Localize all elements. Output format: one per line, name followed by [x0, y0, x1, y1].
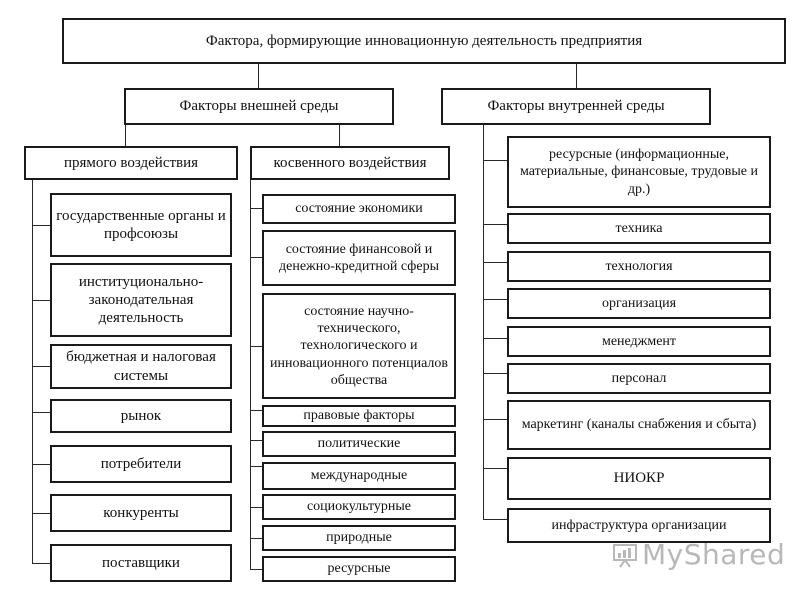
connector-line — [483, 373, 507, 374]
connector-line — [250, 208, 262, 209]
connector-line — [258, 64, 259, 88]
internal-item: НИОКР — [507, 457, 771, 500]
direct-item: поставщики — [50, 544, 232, 582]
connector-line — [32, 563, 50, 564]
connector-line — [483, 519, 507, 520]
indirect-item: природные — [262, 525, 456, 551]
internal-item: маркетинг (каналы снабжения и сбыта) — [507, 400, 771, 450]
indirect-item: социокультурные — [262, 494, 456, 520]
connector-line — [32, 225, 50, 226]
indirect-item: состояние финансовой и денежно-кредитной… — [262, 230, 456, 286]
connector-line — [250, 507, 262, 508]
direct-item: бюджетная и налоговая системы — [50, 344, 232, 389]
connector-line — [483, 419, 507, 420]
connector-line — [576, 64, 577, 88]
direct-influence-box: прямого воздействия — [24, 146, 238, 180]
connector-line — [32, 464, 50, 465]
internal-item: технология — [507, 251, 771, 282]
connector-line — [483, 262, 507, 263]
connector-line — [483, 299, 507, 300]
connector-line — [483, 125, 484, 520]
connector-line — [250, 569, 262, 570]
root-title: Фактора, формирующие инновационную деяте… — [205, 32, 643, 49]
internal-item: техника — [507, 213, 771, 244]
indirect-item: состояние экономики — [262, 194, 456, 224]
connector-line — [250, 466, 262, 467]
direct-item: конкуренты — [50, 494, 232, 532]
internal-item: организация — [507, 288, 771, 319]
external-factors-box: Факторы внешней среды — [124, 88, 394, 125]
internal-item: менеджмент — [507, 326, 771, 357]
indirect-item: политические — [262, 431, 456, 457]
root-title-box: Фактора, формирующие инновационную деяте… — [62, 18, 786, 64]
direct-item: институционально-законодательная деятель… — [50, 263, 232, 337]
connector-line — [483, 160, 507, 161]
direct-item: рынок — [50, 399, 232, 433]
internal-factors-label: Факторы внутренней среды — [487, 98, 665, 115]
direct-item: потребители — [50, 445, 232, 483]
watermark-text: MyShared — [642, 538, 786, 571]
connector-line — [339, 125, 340, 146]
connector-line — [483, 338, 507, 339]
connector-line — [32, 180, 33, 564]
external-factors-label: Факторы внешней среды — [179, 98, 339, 115]
connector-line — [250, 410, 262, 411]
connector-line — [250, 257, 262, 258]
indirect-item: правовые факторы — [262, 405, 456, 427]
connector-line — [250, 180, 251, 570]
indirect-item: ресурсные — [262, 556, 456, 582]
direct-influence-label: прямого воздействия — [63, 154, 199, 171]
watermark: MyShared — [612, 538, 785, 571]
connector-line — [32, 366, 50, 367]
indirect-item: международные — [262, 462, 456, 490]
internal-factors-box: Факторы внутренней среды — [441, 88, 711, 125]
internal-item: персонал — [507, 363, 771, 394]
connector-line — [483, 468, 507, 469]
connector-line — [483, 224, 507, 225]
indirect-item: состояние научно-технического, технологи… — [262, 293, 456, 399]
connector-line — [32, 412, 50, 413]
indirect-influence-label: косвенного воздействия — [273, 154, 427, 171]
internal-item: инфраструктура организации — [507, 508, 771, 543]
internal-item: ресурсные (информационные, материальные,… — [507, 136, 771, 208]
direct-item: государственные органы и профсоюзы — [50, 193, 232, 257]
connector-line — [250, 538, 262, 539]
connector-line — [250, 440, 262, 441]
connector-line — [32, 513, 50, 514]
presentation-board-icon — [612, 542, 638, 568]
indirect-influence-box: косвенного воздействия — [250, 146, 450, 180]
connector-line — [250, 346, 262, 347]
connector-line — [32, 300, 50, 301]
connector-line — [125, 125, 126, 146]
